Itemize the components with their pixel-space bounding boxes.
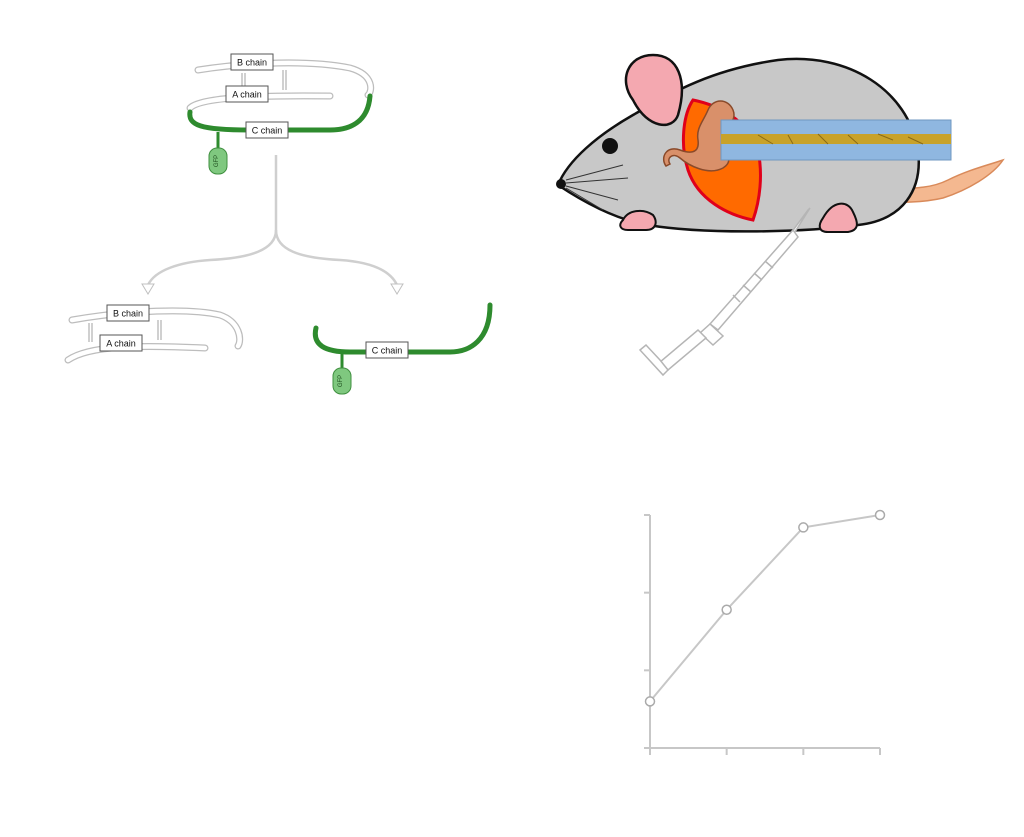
mature-insulin: B chain A chain (64, 304, 244, 364)
proinsulin-molecule: B chain A chain C chain GFP (186, 53, 375, 175)
insulin-diagram-svg: B chain A chain C chain GFP (64, 53, 493, 395)
arrow-left-head (141, 283, 155, 295)
ear (624, 53, 683, 127)
product-gfp-tag (332, 367, 352, 395)
b-chain-label: B chain (237, 58, 267, 68)
mouse-svg (556, 53, 1005, 377)
mouse-illustration (548, 40, 1013, 380)
chart-svg (644, 509, 886, 755)
c-chain-strand (187, 93, 373, 133)
front-foot (619, 209, 657, 231)
data-point (798, 522, 809, 533)
whiskers (565, 164, 629, 211)
cleavage-arrows (146, 155, 399, 286)
gfp-label: GFP (214, 155, 220, 167)
data-point (644, 696, 656, 707)
syringe-icon (638, 207, 811, 377)
chart-axes (644, 514, 881, 755)
product-c-chain-label: C chain (372, 346, 403, 356)
insulin-b-chain-label: B chain (113, 309, 143, 319)
arrow-right-head (390, 283, 404, 295)
nose (556, 179, 566, 189)
eye (602, 138, 618, 154)
data-point (874, 509, 886, 521)
hind-foot (818, 202, 858, 233)
product-gfp-label: GFP (338, 375, 344, 387)
chart-series (644, 509, 886, 707)
series-line (649, 514, 881, 703)
line-chart (620, 505, 900, 775)
insulin-processing-diagram: B chain A chain C chain GFP (50, 40, 510, 410)
insulin-a-chain-label: A chain (106, 339, 136, 349)
data-point (721, 604, 732, 616)
gfp-tag (208, 147, 228, 175)
a-chain-label: A chain (232, 90, 262, 100)
bone-icon (720, 119, 952, 161)
c-peptide-gfp: C chain GFP (312, 302, 493, 395)
c-chain-label: C chain (252, 126, 283, 136)
